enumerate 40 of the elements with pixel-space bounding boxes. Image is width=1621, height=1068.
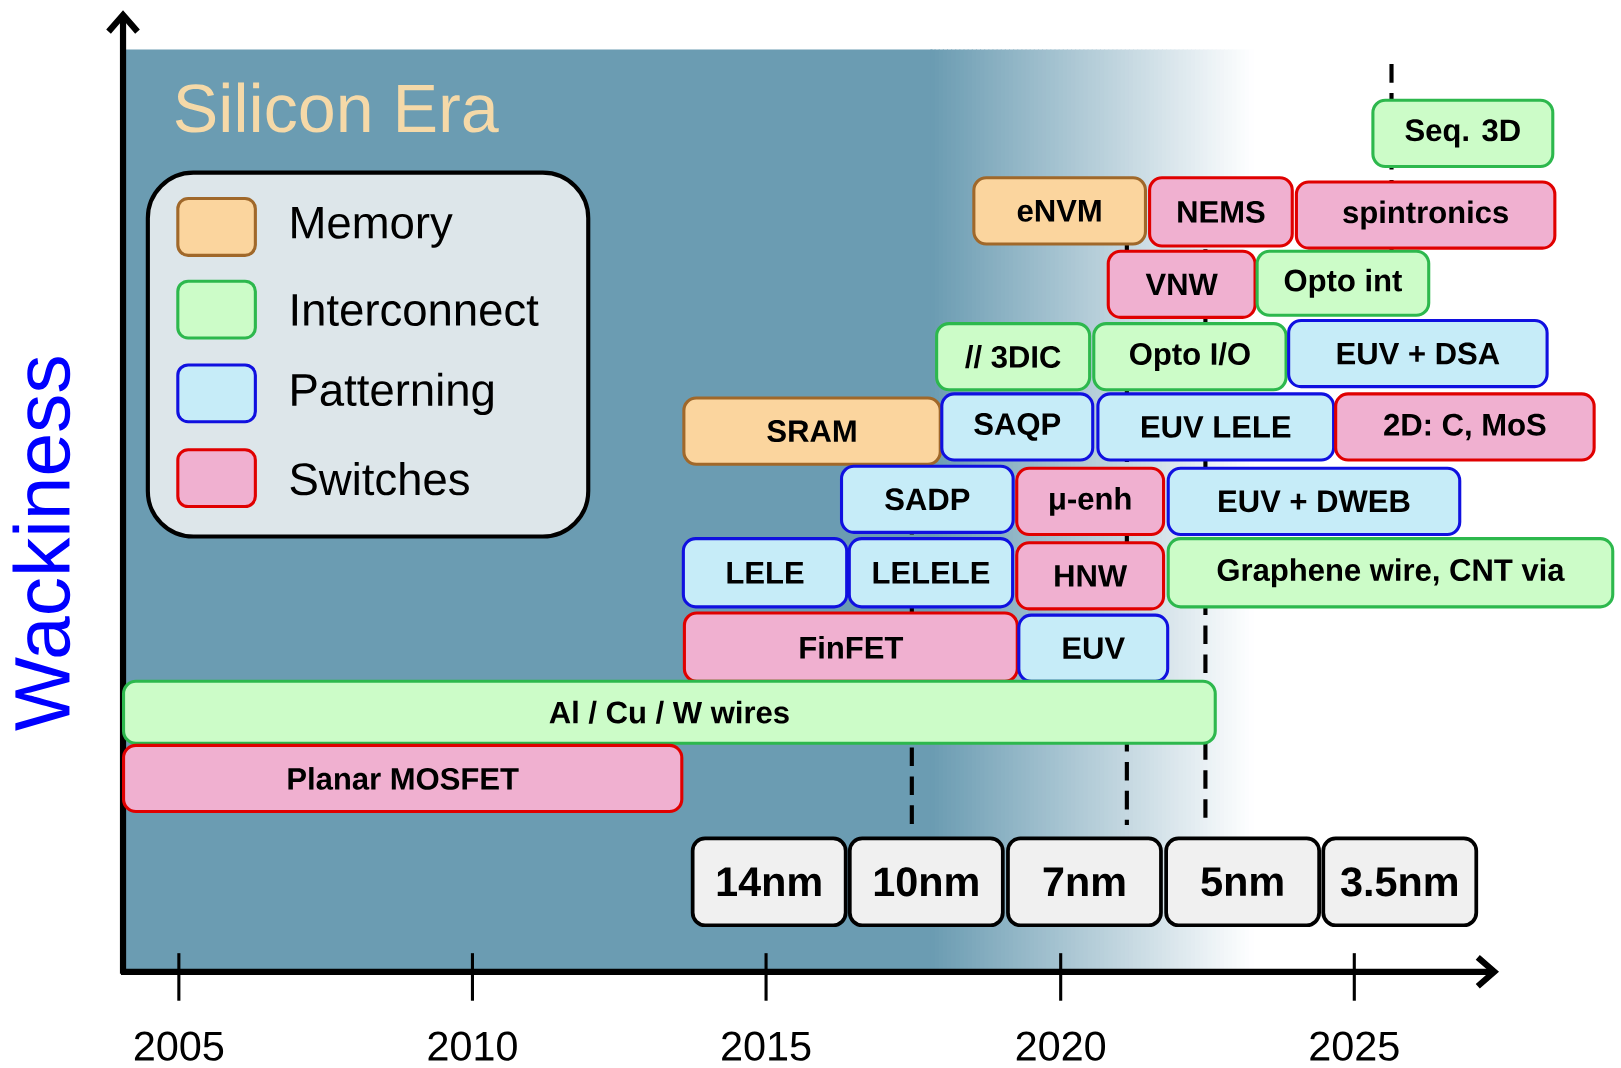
axis-title: Wackiness [12,357,71,731]
tick-label: 2015 [722,1031,811,1061]
technology-box: Opto int [1255,249,1431,317]
legend-label: Switches [290,462,469,496]
technology-box: Seq. 3D [1371,98,1555,169]
technology-box: EUV + DWEB [1166,466,1462,537]
technology-box: spintronics [1294,180,1557,250]
technology-box: 2D: C, MoS [1334,392,1596,462]
node-size-box: 5nm [1164,836,1321,928]
technology-box: Al / Cu / W wires [122,679,1217,745]
technology-box: Graphene wire, CNT via [1166,537,1615,609]
legend-label: Interconnect [292,294,539,327]
technology-box: HNW [1015,541,1166,611]
technology-box: SAQP [940,392,1095,462]
technology-box: SADP [839,464,1015,534]
title: Silicon Era [175,82,499,133]
node-size-box: 3.5nm [1321,836,1479,928]
technology-box: EUV [1017,613,1170,683]
node-size-box: 7nm [1006,836,1163,928]
technology-box: LELE [681,537,849,609]
node-size-box: 14nm [690,836,848,928]
tick-label: 2020 [1016,1031,1106,1061]
node-size-box: 10nm [847,836,1005,928]
tick-label: 2025 [1310,1031,1399,1061]
technology-box: LELELE [847,537,1015,609]
technology-box: VNW [1106,249,1257,319]
technology-box: Opto I/O [1092,322,1288,392]
technology-box: Planar MOSFET [122,743,684,814]
technology-box: eNVM [972,176,1147,246]
technology-box: EUV LELE [1096,392,1336,462]
technology-box: μ-enh [1015,466,1166,537]
technology-box: NEMS [1148,176,1294,248]
legend-label: Patterning [292,372,493,416]
tick-label: 2005 [134,1031,224,1061]
tick-label: 2010 [428,1031,517,1061]
technology-box: EUV + DSA [1287,318,1549,389]
technology-box: SRAM [682,396,942,466]
technology-box: FinFET [682,611,1019,683]
technology-box: // 3DIC [935,322,1092,392]
legend-label: Memory [292,207,453,248]
